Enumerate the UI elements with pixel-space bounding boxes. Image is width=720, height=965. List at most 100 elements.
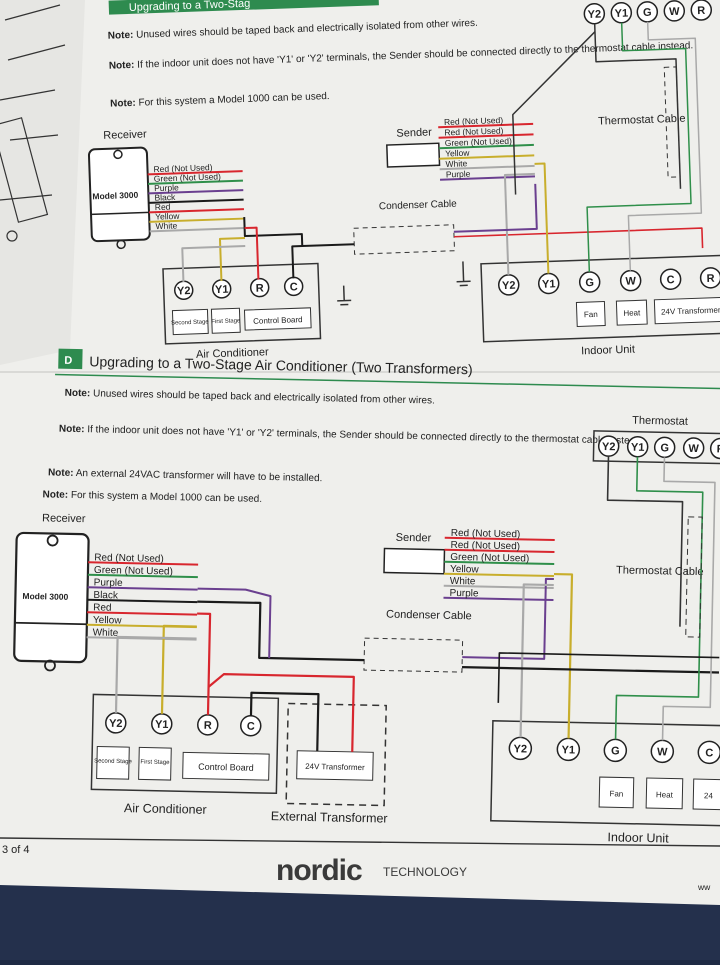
indoor-terminal-d-1-label: Y1 [561,744,575,756]
heat-label-c: Heat [623,308,641,318]
receiver-wire-d-label-3: Black [93,590,119,602]
receiver-wire-c-line-4 [148,208,244,214]
route-d-therm-1 [606,456,684,627]
indoor-terminal-c-0-label: Y2 [502,280,516,292]
indoor-terminal-d-2-label: G [611,745,620,757]
thermostat-terminal-c-4: R [690,0,713,21]
indoor-terminal-c-5: R [699,267,720,289]
section-c-header-bar [108,0,379,15]
brand-logo-sub: TECHNOLOGY [383,865,467,879]
receiver-wire-d-label-0: Red (Not Used) [94,552,164,564]
route-c-white-y2 [503,172,535,275]
receiver-wire-c-line-2 [148,189,244,195]
fan-label-d: Fan [609,789,623,798]
indoor-terminal-d-2: G [603,738,628,763]
indoor-unit-d [490,720,720,827]
sender-wire-c-line-3 [439,154,535,160]
indoor-terminal-d-0: Y2 [508,736,533,761]
route-d-purple-r [462,577,554,660]
receiver-d [13,531,90,664]
receiver-label-c: Receiver [103,128,147,142]
receiver-wire-d-label-4: Red [93,602,112,613]
sender-wire-c-label-1: Red (Not Used) [444,125,504,137]
thermostat-cable-c [663,66,681,178]
receiver-wire-c-label-3: Black [154,192,176,203]
sender-wire-c-label-4: White [445,158,467,169]
control-board-d [182,751,270,781]
route-c-purple [453,183,538,233]
receiver-wire-c-label-6: White [155,220,177,231]
condenser-cable-d [363,637,464,673]
thermostat-terminal-c-3: W [663,0,686,22]
sender-d [383,547,446,575]
condenser-cable-label-c: Condenser Cable [379,199,458,213]
indoor-unit-label-c: Indoor Unit [581,344,635,358]
first-stage-c [210,307,241,334]
route-c-yellow-y1 [534,162,550,274]
transformer-label-c: 24V Transformer [661,305,720,316]
sender-wire-c-line-4 [439,164,535,171]
sender-wire-c-label-0: Red (Not Used) [444,115,504,127]
transformer-label-d: 24 [704,791,714,800]
sender-wire-d-label-5: Purple [449,588,479,600]
thermostat-terminal-c-1: Y1 [610,2,633,24]
receiver-wire-d-line-2 [87,586,198,591]
indoor-terminal-c-1-label: Y1 [542,278,556,290]
sender-wire-d-label-1: Red (Not Used) [450,540,520,552]
thermostat-terminal-d-2-label: G [660,442,669,454]
receiver-wire-c-line-0 [147,170,243,176]
thermostat-terminal-c-1-label: Y1 [614,8,628,20]
indoor-unit-label-d: Indoor Unit [607,830,669,845]
receiver-wires-c: Red (Not Used)Green (Not Used)PurpleBlac… [147,162,245,233]
second-stage-c [171,308,209,336]
url-fragment: ww [697,882,711,892]
external-transformer [285,702,387,807]
sender-wire-c-line-1 [438,133,534,139]
ac-terminal-d-3: C [240,714,262,737]
route-d-black [197,600,365,662]
route-c-therm-w [627,21,703,271]
brand-logo: nordic [276,854,362,887]
route-c-red-long [454,227,704,249]
second-stage-label-c: Second Stage [171,319,210,326]
sender-wire-d-line-5 [443,596,554,602]
transformer-box-c [653,296,720,325]
indoor-terminal-d-4: C [697,740,720,765]
route-c-red [244,226,260,280]
receiver-wire-c-label-4: Red [155,202,171,213]
ac-terminal-d-1: Y1 [151,713,173,735]
ac-terminal-d-3-label: C [247,721,255,733]
receiver-wire-d-line-3 [87,598,198,604]
route-d-black-loop [497,652,720,703]
air-conditioner-d [90,693,280,795]
external-transformer-label: External Transformer [271,809,388,825]
sender-wires-d: Red (Not Used)Red (Not Used)Green (Not U… [443,528,555,602]
sender-label-d: Sender [396,532,432,545]
thermostat-terminal-d-2: G [653,436,676,459]
sender-wire-d-line-1 [444,548,555,554]
ac-terminal-c-2: R [249,277,270,298]
route-c-therm-1 [593,23,682,189]
section-c-title: Upgrading to a Two-Stag [129,0,251,14]
thermostat-terminal-d-4: R [709,437,720,460]
sender-wire-d-label-3: Yellow [450,564,480,576]
receiver-wire-c-label-2: Purple [154,182,179,193]
route-d-red [197,612,212,715]
ground-c-2 [456,261,471,287]
receiver-label-d: Receiver [42,512,86,525]
receiver-wire-c-label-5: Yellow [155,211,180,222]
ac-terminal-d-2: R [197,714,219,736]
route-d-white [114,635,197,713]
sender-wire-c-label-2: Green (Not Used) [445,136,513,148]
ext-24v-box [296,750,374,781]
sender-wire-d-line-3 [443,572,554,578]
sender-wire-d-line-0 [444,536,555,542]
second-stage-label-d: Second Stage [94,758,132,765]
route-d-yellow-y1 [553,572,574,739]
ac-terminal-c-3: C [283,276,304,297]
thermostat-terminal-c-4-label: R [697,5,705,17]
thermostat-terminal-c-3-label: W [669,6,680,18]
thermostat-label-d: Thermostat [632,415,688,428]
indoor-terminal-c-1: Y1 [537,272,560,295]
